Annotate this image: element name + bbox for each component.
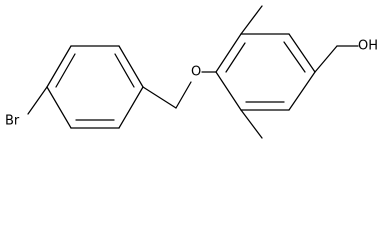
bond-methyl-top bbox=[240, 5, 263, 35]
double-bond-inner bbox=[55, 53, 76, 88]
bond bbox=[215, 33, 242, 73]
structure-canvas: Br O OH bbox=[5, 5, 379, 139]
bond bbox=[288, 71, 316, 111]
bond bbox=[46, 45, 72, 88]
bond-hydroxymethyl bbox=[314, 45, 338, 73]
bond bbox=[288, 33, 316, 73]
bond bbox=[118, 45, 144, 88]
double-bond-inner bbox=[283, 41, 306, 73]
atom-labels: Br O OH bbox=[5, 39, 378, 129]
right-ring bbox=[215, 33, 316, 111]
ether-oxygen-label: O bbox=[191, 65, 201, 80]
bond bbox=[118, 86, 144, 129]
bond-bromine bbox=[27, 86, 48, 115]
double-bond-inner bbox=[225, 42, 246, 73]
double-bond-inner bbox=[114, 53, 135, 88]
bond-methyl-bottom bbox=[240, 109, 263, 139]
hydroxyl-label: OH bbox=[358, 39, 378, 54]
chemical-structure-diagram: Br O OH bbox=[5, 5, 378, 139]
bond bbox=[215, 71, 242, 111]
bond-ether-left bbox=[175, 81, 192, 109]
bond-benzylic bbox=[142, 86, 177, 109]
left-ring bbox=[46, 45, 144, 129]
bond bbox=[46, 86, 72, 129]
left-substituents bbox=[27, 71, 217, 115]
right-substituents bbox=[240, 5, 359, 139]
bromine-label: Br bbox=[5, 114, 20, 129]
